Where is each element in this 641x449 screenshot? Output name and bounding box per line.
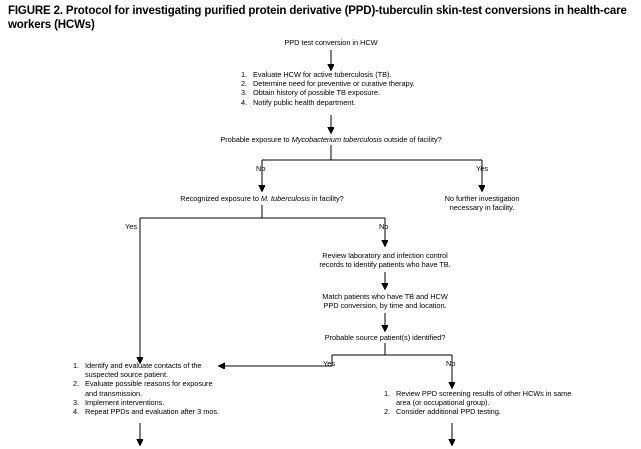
list-item-text: Consider additional PPD testing. [396,407,501,417]
decision-facility-prefix: Recognized exposure to [180,194,261,203]
list-item-number: 2. [73,379,80,389]
decision-outside-organism: Mycobacterium tuberculosis [291,135,382,144]
node-decision-outside: Probable exposure to Mycobacterium tuber… [181,135,481,144]
node-match-patients: Match patients who have TB and HCW PPD c… [310,292,460,310]
list-item-text: Evaluate possible reasons for exposure a… [85,379,213,398]
list-item-text: Repeat PPDs and evaluation after 3 mos. [85,407,220,417]
list-item-text: Implement interventions. [85,397,165,407]
decision-facility-organism: M. tuberculosis [260,194,310,203]
decision-source-label: Probable source patient(s) identified? [324,333,446,342]
list-item-text: Determine need for preventive or curativ… [253,79,415,89]
branch-label-source-no: No [446,359,456,368]
review-records-line2: records to identify patients who have TB… [319,260,451,270]
screen-actions-list: 1. Review PPD screening results of other… [384,389,584,417]
list-item-number: 1. [384,389,391,398]
list-item: 2. Determine need for preventive or cura… [241,79,481,88]
node-decision-facility: Recognized exposure to M. tuberculosis i… [147,194,377,203]
list-item: 4. Repeat PPDs and evaluation after 3 mo… [73,407,223,416]
list-item-number: 3. [241,88,248,98]
list-item-text: Obtain history of possible TB exposure. [253,88,380,98]
list-item-number: 2. [241,79,248,89]
branch-label-outside-yes: Yes [476,164,489,173]
list-item-text: Identify and evaluate contacts of the su… [85,361,202,380]
list-item-number: 1. [73,361,80,370]
decision-outside-suffix: outside of facility? [381,135,442,144]
node-initial-actions: 1. Evaluate HCW for active tuberculosis … [241,70,481,107]
list-item: 4. Notify public health department. [241,98,481,107]
node-contact-actions: 1. Identify and evaluate contacts of the… [73,361,223,416]
contact-actions-list: 1. Identify and evaluate contacts of the… [73,361,223,416]
list-item-text: Review PPD screening results of other HC… [396,389,572,408]
node-review-records: Review laboratory and infection control … [310,251,460,269]
list-item: 1. Evaluate HCW for active tuberculosis … [241,70,481,79]
node-no-further-investigation: No further investigation necessary in fa… [422,194,542,212]
list-item-text: Evaluate HCW for active tuberculosis (TB… [253,70,392,79]
list-item-number: 4. [73,407,80,417]
list-item-text: Notify public health department. [253,97,356,107]
match-patients-line1: Match patients who have TB and HCW [322,292,448,301]
list-item-number: 4. [241,97,248,107]
decision-outside-prefix: Probable exposure to [220,135,292,144]
list-item: 2. Consider additional PPD testing. [384,407,584,416]
list-item: 3. Implement interventions. [73,398,223,407]
node-start: PPD test conversion in HCW [231,38,431,47]
list-item-number: 3. [73,397,80,407]
decision-facility-suffix: in facility? [309,194,344,203]
match-patients-line2: PPD conversion, by time and location. [323,301,447,311]
review-records-line1: Review laboratory and infection control [322,251,448,260]
figure-title: FIGURE 2. Protocol for investigating pur… [8,5,627,31]
list-item-number: 1. [241,70,248,79]
list-item: 1. Identify and evaluate contacts of the… [73,361,223,379]
list-item: 3. Obtain history of possible TB exposur… [241,88,481,97]
branch-label-source-yes: Yes [323,359,336,368]
list-item-number: 2. [384,407,391,417]
branch-label-outside-no: No [256,164,266,173]
node-screen-actions: 1. Review PPD screening results of other… [384,389,584,417]
list-item: 2. Evaluate possible reasons for exposur… [73,379,223,397]
node-start-label: PPD test conversion in HCW [284,38,378,47]
no-further-line1: No further investigation [444,194,520,203]
initial-actions-list: 1. Evaluate HCW for active tuberculosis … [241,70,481,107]
branch-label-facility-yes: Yes [125,222,138,231]
list-item: 1. Review PPD screening results of other… [384,389,584,407]
no-further-line2: necessary in facility. [449,203,515,213]
node-decision-source: Probable source patient(s) identified? [310,333,460,342]
branch-label-facility-no: No [379,222,389,231]
